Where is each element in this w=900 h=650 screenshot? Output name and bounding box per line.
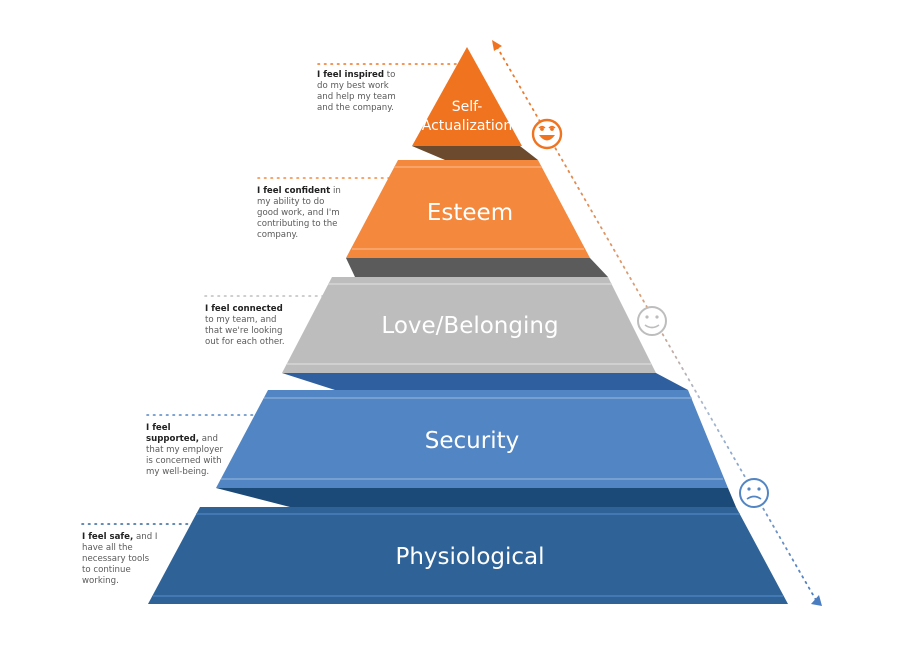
love-belonging-shadow xyxy=(282,373,688,390)
love-belonging-tier xyxy=(282,277,656,373)
esteem-shadow xyxy=(346,258,608,277)
security-tier xyxy=(216,390,728,488)
esteem-tier xyxy=(346,160,590,258)
esteem-note-bold: I feel confident xyxy=(257,186,331,196)
arrow-start-head xyxy=(492,40,502,51)
love-belonging-note-bold: I feel connected xyxy=(205,304,283,314)
self-actualization-note-text: to do my best work and help my team and … xyxy=(317,70,396,113)
self-actualization-shadow xyxy=(412,146,538,160)
love-belonging-note-text: to my team, and that we're looking out f… xyxy=(205,315,285,347)
love-belonging-note: I feel connected to my team, and that we… xyxy=(205,304,289,348)
esteem-note-text: in my ability to do good work, and I'm c… xyxy=(257,186,341,240)
self-actualization-label-line1: Self- xyxy=(452,99,483,115)
physiological-note-bold: I feel safe, xyxy=(82,532,134,542)
physiological-tier xyxy=(148,507,788,604)
self-actualization-note-bold: I feel inspired xyxy=(317,70,385,80)
happy-face-icon xyxy=(531,118,563,150)
security-note-text: and that my employer is concerned with m… xyxy=(146,434,224,477)
physiological-note: I feel safe, and I have all the necessar… xyxy=(82,532,158,587)
security-note-bold: I feel supported, xyxy=(146,423,200,444)
security-note: I feel supported, and that my employer i… xyxy=(146,423,224,478)
physiological-note-text: and I have all the necessary tools to co… xyxy=(82,532,158,586)
love-belonging-label: Love/Belonging xyxy=(381,313,558,339)
esteem-note: I feel confident in my ability to do goo… xyxy=(257,186,343,241)
self-actualization-label-line2: Actualization xyxy=(422,118,513,134)
esteem-label: Esteem xyxy=(427,200,513,226)
security-shadow xyxy=(216,488,736,507)
self-actualization-tier xyxy=(412,47,522,146)
arrow-end-head xyxy=(811,595,822,606)
security-label: Security xyxy=(425,428,519,454)
physiological-label: Physiological xyxy=(395,544,544,570)
sad-face-icon xyxy=(739,478,769,508)
neutral-face-icon xyxy=(637,306,667,336)
self-actualization-note: I feel inspired to do my best work and h… xyxy=(317,70,399,114)
